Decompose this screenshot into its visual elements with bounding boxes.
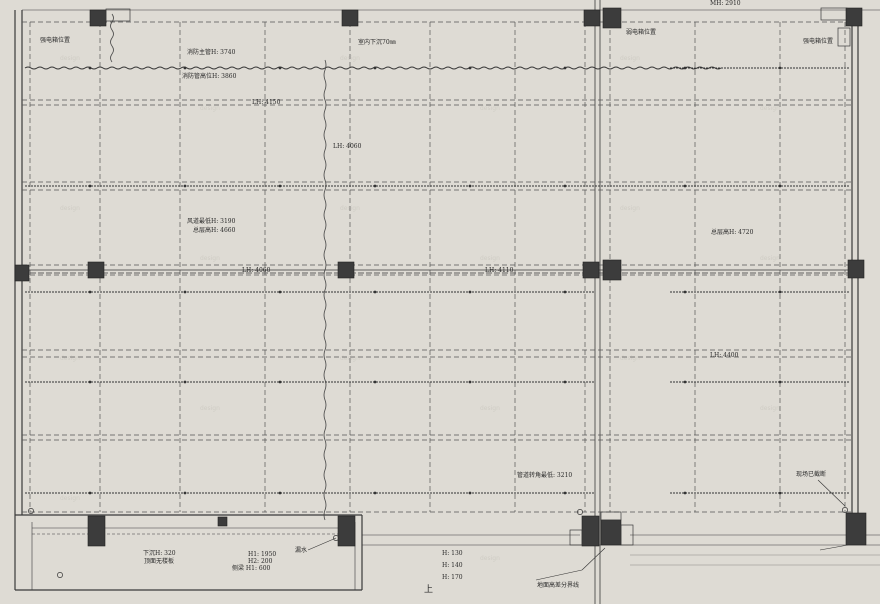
label-weak-box: 弱电箱位置 <box>626 28 656 36</box>
markers <box>28 507 848 578</box>
svg-text:design: design <box>620 205 640 212</box>
label-floor-boundary: 地面高差分界线 <box>537 581 579 589</box>
svg-text:design: design <box>620 355 640 362</box>
label-side-beam: 侧梁 H1: 600 <box>232 564 271 572</box>
label-pipe-corner: 管道转角最低: 3210 <box>517 471 572 479</box>
svg-text:design: design <box>60 495 80 502</box>
label-lh-4150: LH: 4150 <box>252 99 281 106</box>
label-lh-4400: LH: 4400 <box>710 352 739 359</box>
label-h-140: H: 140 <box>442 562 463 569</box>
column <box>89 9 107 27</box>
shaft-details <box>105 7 851 546</box>
label-lh-4110: LH: 4110 <box>485 267 514 274</box>
svg-text:design: design <box>620 55 640 62</box>
label-mh: MH: 2910 <box>710 0 741 7</box>
label-floor-height-b: 总层高H: 4720 <box>711 228 754 236</box>
structural-columns <box>14 7 867 547</box>
column <box>845 512 867 546</box>
label-fire-pipe-height: 消防管高位H: 3860 <box>182 72 237 80</box>
column <box>87 515 106 547</box>
bottom-annex <box>31 522 880 590</box>
sprinkler-heads <box>88 66 782 495</box>
ceiling-grid <box>22 21 852 513</box>
label-lh-4060-vertical: LH: 4060 <box>333 143 362 150</box>
label-fire-main: 消防主管H: 3740 <box>187 48 236 56</box>
label-leak: 漏水 <box>295 546 307 554</box>
svg-text:design: design <box>760 105 780 112</box>
label-up: 上 <box>424 584 433 595</box>
vertical-wavy-pipe <box>110 13 327 521</box>
label-site-cut: 现场已截断 <box>796 470 826 478</box>
svg-text:design: design <box>760 255 780 262</box>
label-duct-min: 风道最低H: 3190 <box>187 217 236 225</box>
column <box>337 261 355 279</box>
label-h-170: H: 170 <box>442 574 463 581</box>
label-strong-box-left: 强电箱位置 <box>40 36 70 44</box>
column <box>581 515 600 547</box>
beams <box>22 269 852 274</box>
svg-text:design: design <box>60 205 80 212</box>
annotations: MH: 2910 强电箱位置 弱电箱位置 强电箱位置 消防主管H: 3740 消… <box>40 0 833 595</box>
label-strong-box-right: 强电箱位置 <box>803 37 833 45</box>
column <box>217 516 228 527</box>
column <box>602 259 622 281</box>
svg-text:design: design <box>480 255 500 262</box>
column <box>583 9 601 27</box>
svg-text:design: design <box>60 355 80 362</box>
column <box>582 261 600 279</box>
column <box>600 519 622 546</box>
column <box>847 259 865 279</box>
svg-text:design: design <box>200 255 220 262</box>
column <box>337 515 356 547</box>
column <box>602 7 622 29</box>
column <box>14 264 30 282</box>
svg-text:design: design <box>480 405 500 412</box>
column <box>341 9 359 27</box>
svg-text:design: design <box>480 105 500 112</box>
column <box>845 7 863 27</box>
outer-walls <box>14 0 880 604</box>
watermark-pattern: design design design design design design d… <box>60 55 780 562</box>
label-lh-4060-row: LH: 4060 <box>242 267 271 274</box>
label-h-130: H: 130 <box>442 550 463 557</box>
svg-text:design: design <box>60 55 80 62</box>
label-floor-height-a: 总层高H: 4660 <box>193 226 236 234</box>
svg-text:design: design <box>760 405 780 412</box>
label-sink-320: 下沉H: 320 <box>143 549 176 557</box>
label-no-stair: 顶面无楼板 <box>144 557 174 565</box>
svg-text:design: design <box>200 105 220 112</box>
column <box>87 261 105 279</box>
svg-text:design: design <box>480 555 500 562</box>
label-h1-1950: H1: 1950 <box>248 551 276 558</box>
label-indoor-sink: 室内下沉70㎜ <box>358 38 396 46</box>
sprinkler-pipes <box>24 66 850 494</box>
svg-text:design: design <box>200 405 220 412</box>
label-h2-200: H2: 200 <box>248 558 273 565</box>
leader-lines <box>307 479 849 581</box>
